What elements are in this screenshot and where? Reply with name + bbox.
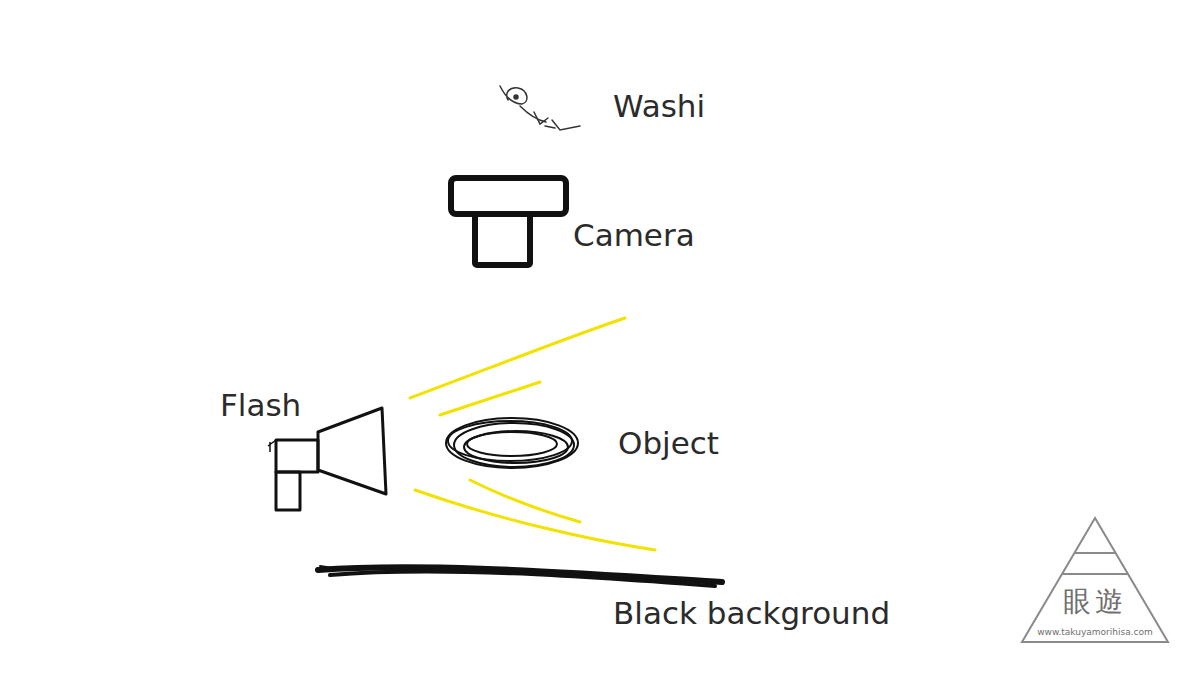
watermark-logo: 眼遊 [1063,587,1127,618]
part-label: Black background [613,596,890,630]
object-sketch [446,418,578,468]
washi-sketch [500,86,580,130]
part-label: Flash [220,388,301,422]
part-label: Object [618,426,719,460]
black-background-sketch [318,566,722,586]
camera-sketch [451,178,566,265]
watermark-triangle [1022,518,1168,642]
part-label: Washi [613,89,705,123]
flash-sketch [268,408,386,510]
part-label: Camera [573,218,695,252]
watermark-url: www.takuyamorihisa.com [1037,628,1153,638]
